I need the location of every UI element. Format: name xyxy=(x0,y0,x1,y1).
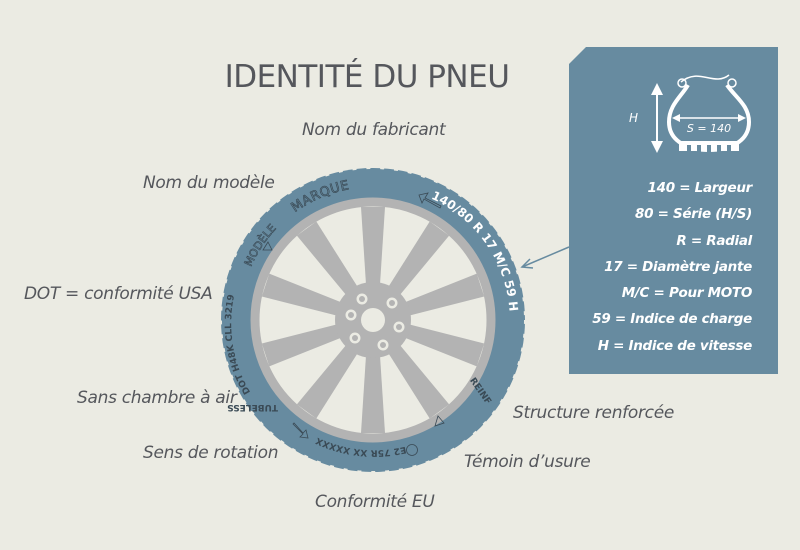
size-legend-panel: S = 140 H 140 = Largeur 80 = Série (H/S)… xyxy=(569,47,778,374)
schematic-width-label: S = 140 xyxy=(687,122,731,135)
legend-item: M/C = Pour MOTO xyxy=(621,285,753,302)
hub xyxy=(344,292,406,352)
wear-indicator-icon xyxy=(434,415,445,427)
label-manufacturer: Nom du fabricant xyxy=(302,120,446,140)
label-reinforced: Structure renforcée xyxy=(513,403,675,423)
size-legend-list: 140 = Largeur 80 = Série (H/S) R = Radia… xyxy=(592,175,752,359)
legend-item: R = Radial xyxy=(676,232,752,249)
eu-mark-icon xyxy=(406,444,418,456)
marking-tubeless: TUBELESS xyxy=(227,402,278,412)
rotation-arrow-icon xyxy=(292,422,309,439)
label-tubeless: Sans chambre à air xyxy=(77,388,237,408)
label-model: Nom du modèle xyxy=(143,173,275,193)
label-wear: Témoin d’usure xyxy=(464,452,591,472)
legend-item: 17 = Diamètre jante xyxy=(604,258,752,275)
legend-item: 140 = Largeur xyxy=(647,180,753,196)
rim-spokes xyxy=(261,207,485,433)
legend-item: 80 = Série (H/S) xyxy=(634,206,752,223)
label-rotation: Sens de rotation xyxy=(143,443,279,463)
legend-item: H = Indice de vitesse xyxy=(597,337,753,354)
page-title: IDENTITÉ DU PNEU xyxy=(224,58,510,95)
tire-cross-section-icon: S = 140 xyxy=(651,74,752,153)
svg-text:TUBELESS: TUBELESS xyxy=(227,402,278,412)
schematic-height-label: H xyxy=(629,111,639,125)
label-dot: DOT = conformité USA xyxy=(24,284,213,304)
brand-arrow-icon xyxy=(418,192,442,209)
legend-item: 59 = Indice de charge xyxy=(592,311,752,328)
wear-indicator-icon xyxy=(262,241,273,251)
pointer-arrow xyxy=(520,246,570,269)
label-eu: Conformité EU xyxy=(315,492,435,512)
